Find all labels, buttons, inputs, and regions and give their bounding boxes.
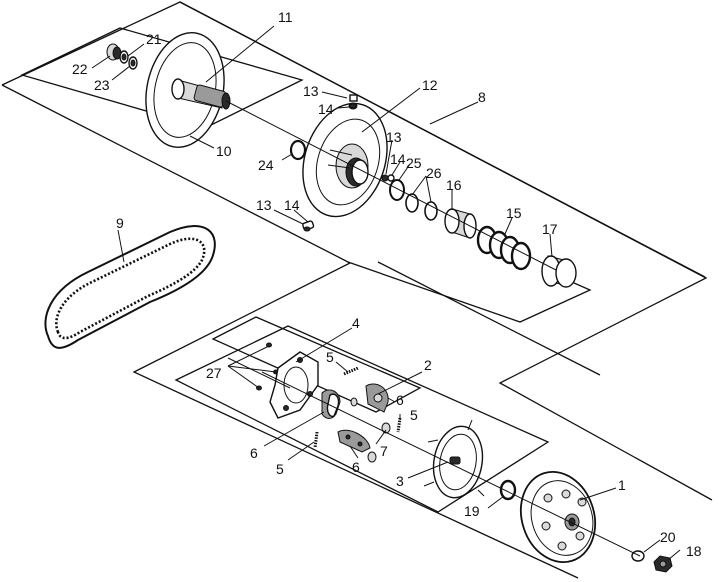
- drive-belt-9: [44, 225, 216, 349]
- spring-15: [476, 225, 532, 271]
- callout-4: 4: [352, 315, 360, 331]
- axis-line-pins: [227, 357, 291, 389]
- drive-plate-3: [423, 419, 485, 499]
- callout-23: 23: [94, 77, 110, 93]
- callout-7: 7: [380, 443, 388, 459]
- group-outline-lower-right: [377, 261, 601, 376]
- callout-20: 20: [660, 529, 676, 545]
- callout-5-left: 5: [276, 461, 284, 477]
- pin-13-right: [381, 174, 395, 182]
- bearing-21: [119, 50, 129, 64]
- callout-6-left: 6: [250, 445, 258, 461]
- pin-7-set: [350, 397, 391, 463]
- callout-2: 2: [424, 357, 432, 373]
- callout-3: 3: [396, 473, 404, 489]
- bearing-22: [106, 43, 122, 61]
- axis-line-upper: [225, 100, 557, 271]
- driven-face-inner: [302, 102, 388, 218]
- clutch-shoe-6-bottom: [337, 429, 371, 453]
- callout-13-right: 13: [386, 129, 402, 145]
- callout-24: 24: [258, 157, 274, 173]
- group-outline-4-clutch-plate: [211, 316, 422, 413]
- callout-25: 25: [406, 155, 422, 171]
- clutch-shoe-6-right: [365, 383, 389, 413]
- clutch-bell-1: [520, 470, 596, 564]
- callout-18: 18: [686, 543, 702, 559]
- spring-seat-17: [541, 255, 577, 288]
- washer-19: [499, 479, 517, 501]
- o-ring-26b: [424, 201, 438, 221]
- leader-lines: [91, 25, 681, 561]
- callout-5-top: 5: [326, 349, 334, 365]
- o-ring-26a: [405, 193, 419, 213]
- callout-15: 15: [506, 205, 522, 221]
- callout-6-right: 6: [396, 392, 404, 408]
- pin-13-lower: [302, 220, 315, 232]
- collar-16: [444, 208, 477, 239]
- callout-19: 19: [464, 503, 480, 519]
- group-outline-top-box: [179, 1, 706, 278]
- callout-13-top: 13: [303, 83, 319, 99]
- clutch-shoe-6-left: [321, 389, 341, 419]
- callout-10: 10: [216, 143, 232, 159]
- callout-8: 8: [478, 89, 486, 105]
- group-outline-driven-pulley: [1, 1, 713, 501]
- seal-25: [389, 179, 405, 201]
- callout-1: 1: [618, 477, 626, 493]
- callout-17: 17: [542, 221, 558, 237]
- callout-13-lower: 13: [256, 197, 272, 213]
- spring-5-left: [313, 431, 319, 449]
- callout-6-bottom: 6: [352, 459, 360, 475]
- callout-26: 26: [426, 165, 442, 181]
- callout-5-right: 5: [410, 407, 418, 423]
- callout-14-top: 14: [318, 101, 334, 117]
- driven-face-outer: [145, 32, 231, 148]
- spring-5-right: [396, 417, 402, 433]
- o-ring-24: [289, 139, 307, 161]
- callout-11: 11: [278, 9, 293, 25]
- group-outline-2-clutch: [174, 325, 550, 513]
- pin-14-top: [349, 103, 357, 109]
- group-outline-10-outer-half: [20, 27, 304, 129]
- callout-9: 9: [116, 215, 124, 231]
- callout-22: 22: [72, 61, 88, 77]
- clutch-plate-4: [269, 351, 319, 419]
- callout-27: 27: [206, 365, 222, 381]
- callout-21: 21: [146, 31, 162, 47]
- callout-labels: 11 21 22 23 10 24 13 14 12 8 13 14 25 26…: [72, 9, 702, 559]
- callout-14-right: 14: [390, 151, 406, 167]
- callout-16: 16: [446, 177, 462, 193]
- nut-18: [653, 555, 673, 573]
- seal-23: [128, 56, 138, 70]
- callout-12: 12: [422, 77, 438, 93]
- axis-line-lower: [261, 371, 641, 557]
- callout-14-lower: 14: [284, 197, 300, 213]
- group-outline-lower-left: [1, 84, 579, 579]
